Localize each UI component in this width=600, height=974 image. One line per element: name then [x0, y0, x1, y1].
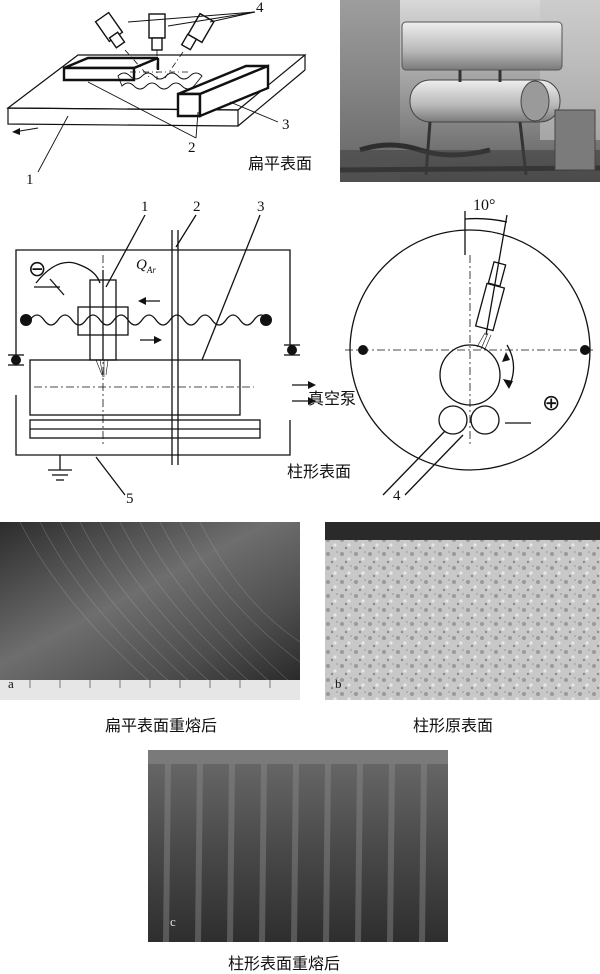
photo-a-caption: 扁平表面重熔后 [105, 716, 218, 735]
equipment-photo [340, 0, 600, 182]
photo-a: a [0, 522, 300, 700]
photo-c-letter: c [170, 914, 176, 929]
plus-sign-icon: ⊕ [542, 391, 561, 416]
label-1: 1 [141, 199, 149, 215]
vacuum-pump-label: 真空泵 [308, 389, 357, 408]
photo-b-caption: 柱形原表面 [413, 716, 494, 735]
argon-flow-label: QAr [136, 257, 156, 275]
label-5: 5 [126, 491, 134, 507]
cylindrical-surface-caption: 柱形表面 [287, 462, 352, 481]
photo-c: c [148, 750, 448, 942]
flow-q: Q [136, 257, 147, 273]
label-1: 1 [26, 172, 34, 188]
label-4: 4 [393, 488, 401, 504]
photo-b-letter: b [335, 676, 342, 691]
flow-ar: Ar [146, 265, 156, 275]
label-2: 2 [188, 140, 196, 156]
flat-surface-caption: 扁平表面 [248, 154, 313, 173]
label-2: 2 [193, 199, 201, 215]
circle-section-diagram: 10° ⊕ 4 [345, 195, 600, 515]
flat-surface-diagram: 4 3 2 1 扁平表面 [0, 0, 330, 195]
angle-label: 10° [473, 197, 496, 214]
label-3: 3 [257, 199, 265, 215]
photo-b: b [325, 522, 600, 700]
minus-sign-icon: ⊖ [28, 257, 47, 282]
photo-a-letter: a [8, 676, 14, 691]
photo-c-caption: 柱形表面重熔后 [228, 954, 341, 973]
cylindrical-surface-diagram: 1 2 3 5 ⊖ QAr 真空泵 柱形表面 [0, 195, 356, 515]
label-3: 3 [282, 117, 290, 133]
label-4: 4 [256, 0, 264, 16]
